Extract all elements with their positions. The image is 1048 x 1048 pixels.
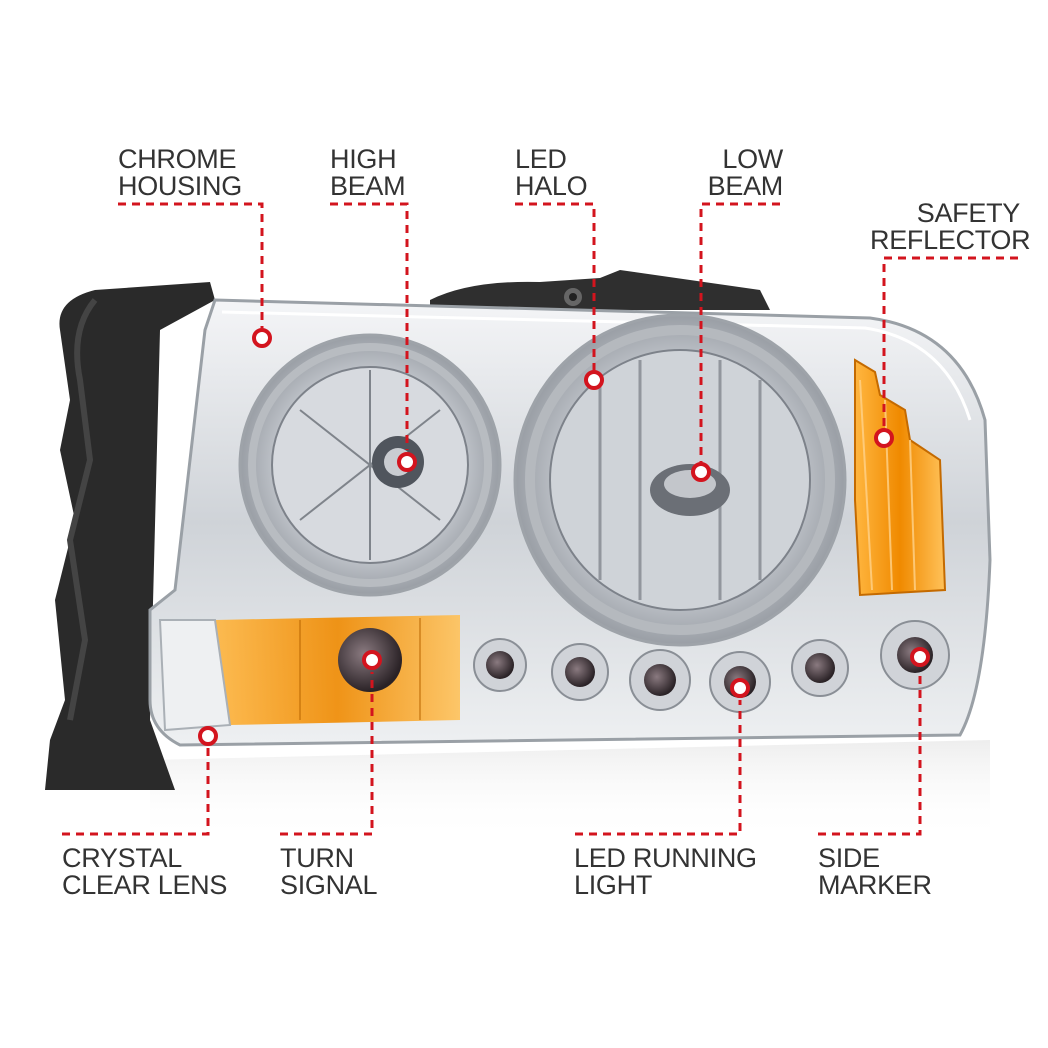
label-led-running-light-line1: LED RUNNING <box>574 843 757 873</box>
label-led-running-light: LED RUNNING LIGHT <box>574 845 757 899</box>
callout-line-side-marker <box>818 670 922 836</box>
label-led-running-light-line2: LIGHT <box>574 870 653 900</box>
callout-markers <box>198 328 930 746</box>
callout-line-turn-signal <box>280 672 374 836</box>
label-high-beam-line1: HIGH <box>330 144 397 174</box>
label-chrome-housing-line1: CHROME <box>118 144 237 174</box>
label-turn-signal: TURN SIGNAL <box>280 843 378 900</box>
label-safety-reflector-line2: REFLECTOR <box>870 225 1031 255</box>
led-running-light-strip <box>473 638 849 713</box>
label-led-halo-line1: LED <box>515 144 567 174</box>
label-low-beam: LOW BEAM <box>700 144 784 201</box>
callout-line-crystal-clear-lens <box>62 748 210 836</box>
callout-line-led-running-light <box>575 700 742 836</box>
turn-signal-lens <box>215 615 460 725</box>
mounting-bracket <box>430 270 770 310</box>
label-safety-reflector: SAFETY REFLECTOR <box>870 198 1031 255</box>
marker-safety-reflector <box>874 428 894 448</box>
label-low-beam-line2: BEAM <box>707 171 784 201</box>
callout-line-chrome-housing <box>118 202 264 328</box>
label-chrome-housing-line2: HOUSING <box>118 171 242 201</box>
label-high-beam-line2: BEAM <box>330 171 406 201</box>
label-crystal-clear-lens-line1: CRYSTAL <box>62 843 182 873</box>
label-side-marker-line1: SIDE <box>818 843 880 873</box>
callout-line-led-halo <box>515 202 596 370</box>
label-low-beam-line1: LOW <box>722 144 783 174</box>
safety-reflector <box>854 358 947 597</box>
label-side-marker: SIDE MARKER <box>818 845 932 899</box>
label-chrome-housing: CHROME HOUSING <box>118 146 242 200</box>
rubber-gasket <box>45 282 215 790</box>
marker-chrome-housing <box>252 328 272 348</box>
marker-led-running-light <box>730 678 750 698</box>
label-high-beam: HIGH BEAM <box>330 144 406 201</box>
label-turn-signal-line1: TURN <box>280 843 354 873</box>
label-crystal-clear-lens: CRYSTAL CLEAR LENS <box>62 845 227 899</box>
marker-low-beam <box>691 462 711 482</box>
label-side-marker-line2: MARKER <box>818 870 932 900</box>
label-turn-signal-line2: SIGNAL <box>280 870 378 900</box>
label-led-halo-line2: HALO <box>515 171 588 201</box>
label-safety-reflector-line1: SAFETY <box>916 198 1021 228</box>
floor-reflection <box>150 740 990 840</box>
label-led-halo: LED HALO <box>515 144 588 201</box>
marker-crystal-clear-lens <box>198 726 218 746</box>
callout-line-safety-reflector <box>882 256 1018 428</box>
marker-side-marker <box>910 647 930 667</box>
marker-led-halo <box>584 370 604 390</box>
marker-turn-signal <box>362 650 382 670</box>
callout-line-high-beam <box>330 202 409 450</box>
label-crystal-clear-lens-line2: CLEAR LENS <box>62 870 228 900</box>
marker-high-beam <box>397 452 417 472</box>
crystal-clear-lens <box>158 619 232 732</box>
